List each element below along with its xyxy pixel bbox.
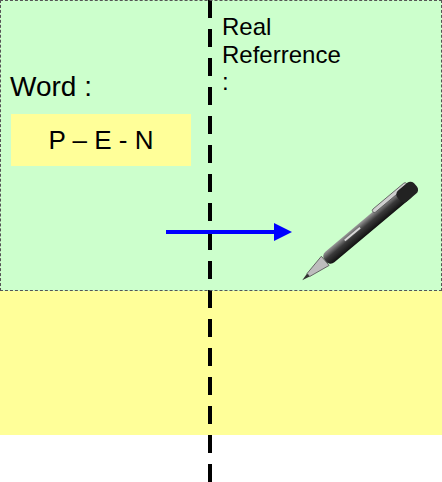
word-label: Word :	[10, 71, 92, 103]
blue-arrow	[166, 223, 292, 241]
panel-region: Word : Real Referrence : P – E - N	[0, 0, 442, 291]
reference-label: Real Referrence :	[222, 13, 347, 96]
divider-line	[208, 0, 212, 482]
pen-picture	[296, 178, 420, 285]
word-box: P – E - N	[11, 114, 191, 166]
yellow-ground	[0, 0, 442, 435]
word-text: P – E - N	[48, 125, 153, 156]
green-panel-fill	[0, 0, 442, 291]
